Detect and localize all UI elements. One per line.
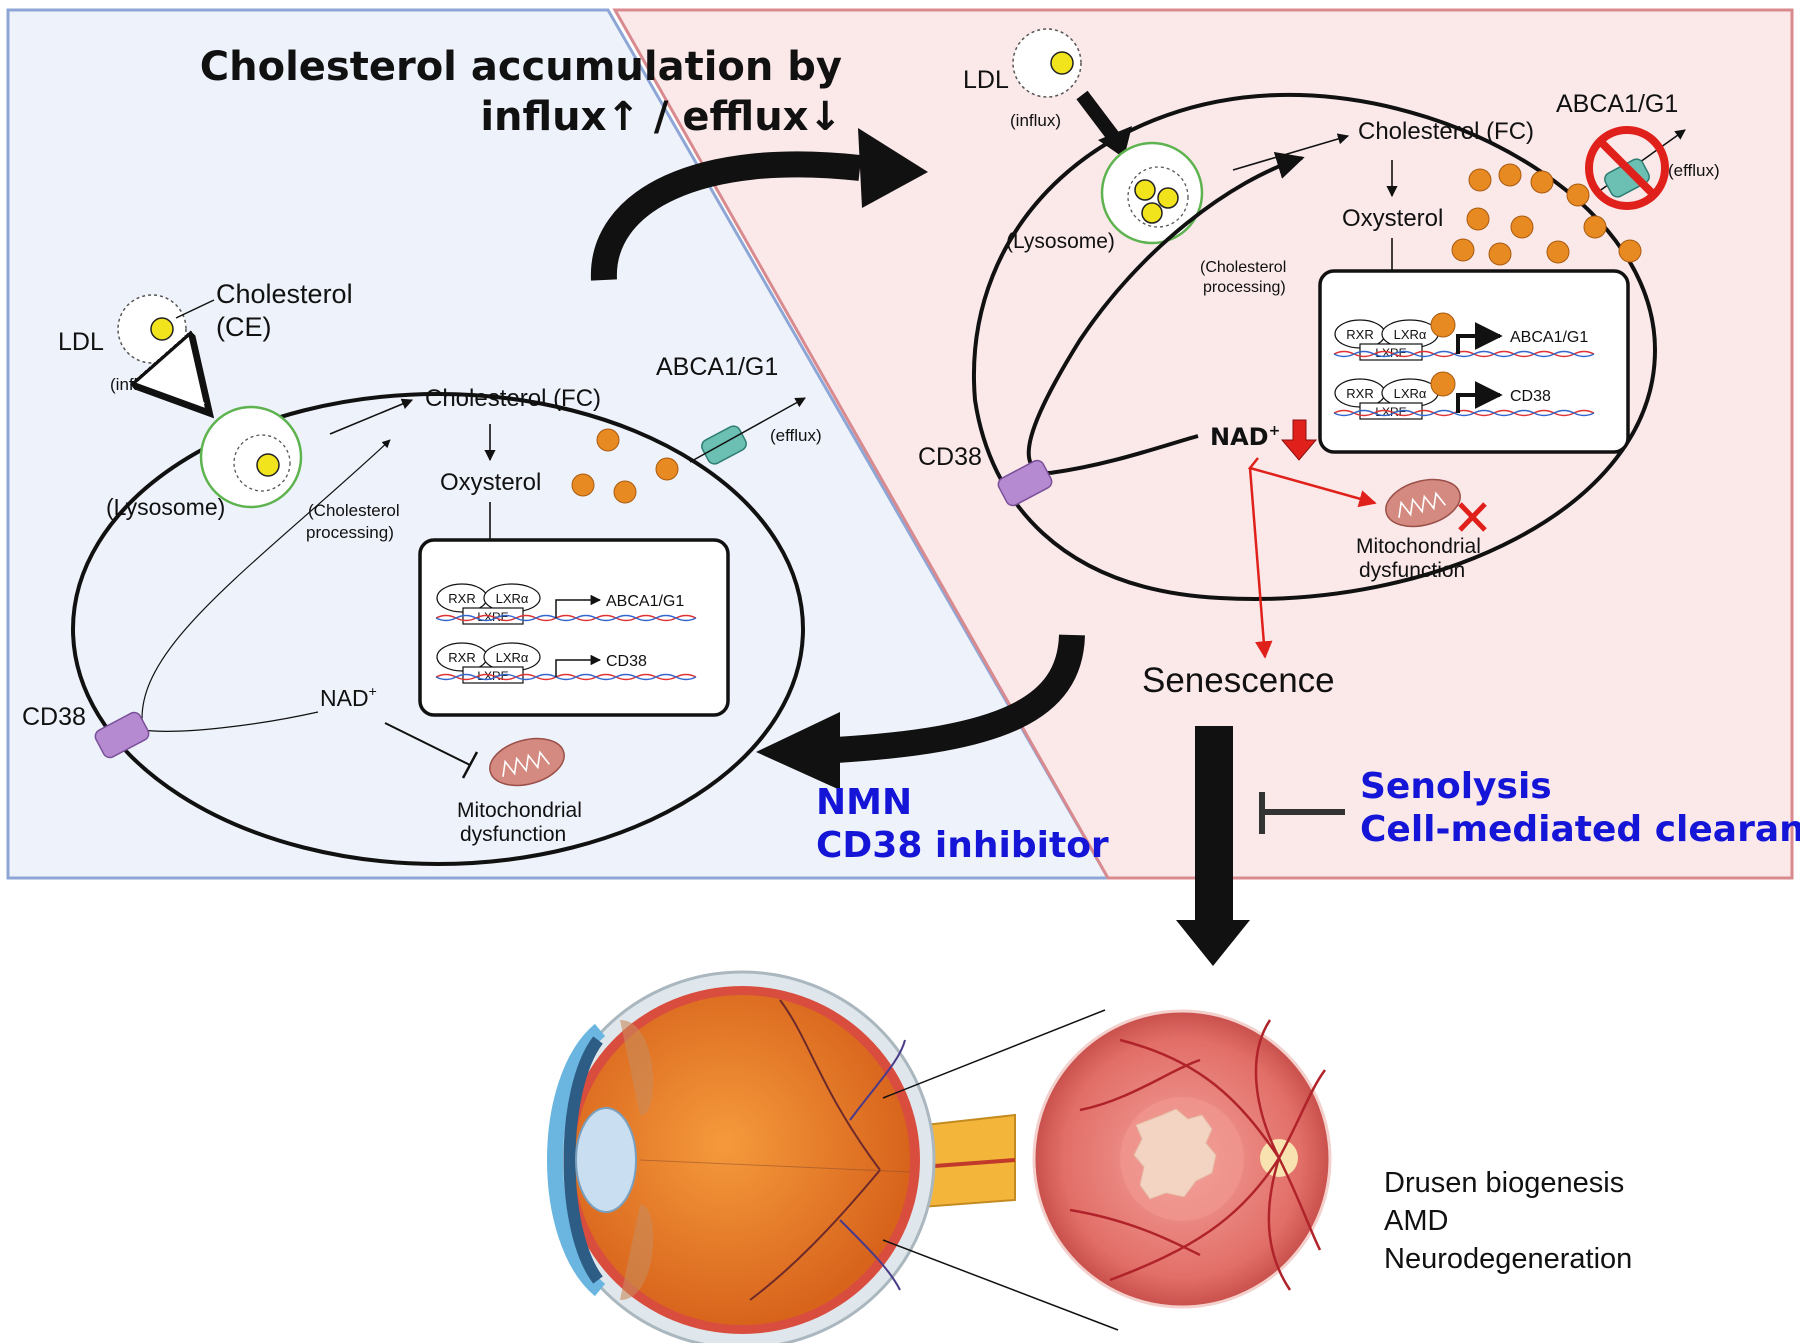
left-influx-label: (influx) (110, 375, 161, 394)
treatment-left-1: NMN (816, 782, 912, 823)
right-abca-label: ABCA1/G1 (1556, 90, 1678, 118)
right-gene-cd38: RXR LXRα LXRE CD38 (1333, 371, 1595, 420)
left-processing-2: processing) (306, 523, 394, 542)
left-mito-2: dysfunction (460, 823, 566, 846)
outcome-1: AMD (1384, 1205, 1448, 1237)
right-oxysterol: Oxysterol (1342, 205, 1443, 232)
left-nucleus (418, 538, 730, 717)
svg-text:LXRα: LXRα (496, 650, 529, 665)
ce-dot (150, 317, 174, 341)
svg-text:LXRα: LXRα (1394, 327, 1427, 342)
outcome-0: Drusen biogenesis (1384, 1167, 1624, 1199)
left-cholesterol-label-2: (CE) (216, 312, 272, 342)
svg-text:RXR: RXR (1346, 386, 1373, 401)
left-abca-label: ABCA1/G1 (656, 353, 778, 381)
right-gene-abca: RXR LXRα LXRE ABCA1/G1 (1333, 312, 1595, 361)
svg-text:RXR: RXR (448, 591, 475, 606)
left-mito-1: Mitochondrial (457, 799, 582, 822)
left-ldl-label: LDL (58, 328, 104, 356)
left-processing-path (141, 439, 391, 731)
left-cell: LDL Cholesterol (CE) (influx) (Lysosome)… (22, 279, 822, 866)
svg-text:LXRα: LXRα (1394, 386, 1427, 401)
treatment-right-1: Senolysis (1360, 766, 1552, 807)
inhibition-symbol (1259, 792, 1345, 834)
title-line2: influx↑ / efflux↓ (480, 94, 842, 140)
svg-text:ABCA1/G1: ABCA1/G1 (606, 593, 684, 610)
right-ldl-particle (1012, 28, 1082, 98)
treatment-left-2: CD38 inhibitor (816, 825, 1109, 866)
left-cholesterol-fc: Cholesterol (FC) (425, 385, 601, 412)
outcome-2: Neurodegeneration (1384, 1243, 1632, 1275)
svg-text:LXRα: LXRα (496, 591, 529, 606)
treatment-right-2: Cell-mediated clearance (1360, 809, 1800, 850)
right-cd38-label: CD38 (918, 443, 982, 471)
lysosome (199, 405, 303, 509)
right-processing-1: (Cholesterol (1200, 259, 1286, 276)
svg-text:CD38: CD38 (1510, 388, 1551, 405)
blocked-efflux-icon (1585, 126, 1669, 210)
retina-fundus-illustration (1032, 1009, 1332, 1309)
dysfunction-cross-icon (1458, 502, 1487, 532)
transition-arrow-to-left (756, 634, 1085, 790)
left-cd38-protein (94, 711, 150, 759)
transition-arrow-to-right (590, 128, 928, 281)
right-lysosome-label: (Lysosome) (1006, 230, 1115, 253)
right-processing-path (1026, 151, 1305, 475)
senescence-label: Senescence (1142, 661, 1335, 700)
title-line1: Cholesterol accumulation by (200, 44, 842, 90)
right-processing-2: processing) (1203, 279, 1286, 296)
right-cd38-protein (997, 459, 1053, 507)
nad-decrease-arrow-icon (1280, 419, 1318, 461)
right-nucleus (1318, 269, 1630, 454)
right-efflux: (efflux) (1668, 161, 1720, 180)
right-cell: LDL (influx) (Lysosome) Cholesterol (FC)… (918, 28, 1720, 659)
left-processing-1: (Cholesterol (308, 501, 400, 520)
eye-anatomy-illustration (547, 970, 1016, 1343)
right-mito-2: dysfunction (1359, 559, 1465, 582)
left-cd38-label: CD38 (22, 703, 86, 731)
right-cholesterol-fc: Cholesterol (FC) (1358, 118, 1534, 145)
left-mitochondria-icon (489, 737, 565, 787)
left-nad: NAD+ (320, 683, 377, 711)
right-nad: NAD+ (1210, 423, 1280, 451)
left-oxysterol: Oxysterol (440, 469, 541, 496)
right-mito-1: Mitochondrial (1356, 535, 1481, 558)
svg-text:CD38: CD38 (606, 653, 647, 670)
left-gene-abca: RXR LXRα LXRE ABCA1/G1 (435, 583, 697, 625)
svg-text:RXR: RXR (448, 650, 475, 665)
svg-text:RXR: RXR (1346, 327, 1373, 342)
left-lysosome-label: (Lysosome) (106, 494, 225, 520)
right-ldl-label: LDL (963, 66, 1009, 94)
left-cholesterol-label-1: Cholesterol (216, 279, 353, 309)
left-abca-transporter (701, 425, 747, 465)
right-panel (612, 8, 1794, 880)
left-cell-membrane (71, 392, 805, 866)
left-gene-cd38: RXR LXRα LXRE CD38 (435, 642, 697, 684)
right-influx-label: (influx) (1010, 111, 1061, 130)
svg-text:ABCA1/G1: ABCA1/G1 (1510, 329, 1588, 346)
left-cholesterol-dots (571, 428, 679, 504)
left-efflux: (efflux) (770, 426, 822, 445)
downward-arrow (1176, 726, 1250, 966)
right-mitochondria-icon (1385, 478, 1461, 528)
right-cholesterol-dots (1451, 163, 1642, 266)
